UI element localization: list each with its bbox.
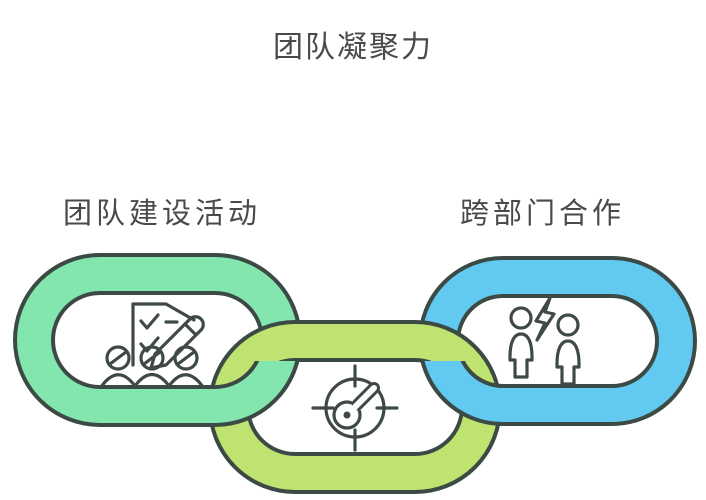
lightning-bolt-icon: [534, 296, 556, 342]
key-bow: [332, 400, 362, 430]
chain-link-cross-department: [418, 256, 697, 426]
person-head: [173, 345, 199, 371]
key-stem-core: [352, 385, 377, 410]
label-team-building: 团队建设活动: [63, 198, 262, 230]
person-head: [509, 306, 533, 330]
person-head: [556, 313, 580, 337]
pencil-icon: [149, 315, 205, 370]
head-slash: [142, 350, 162, 366]
people-collaboration-icon: [508, 296, 581, 386]
checklist-team-icon: [99, 302, 205, 389]
page-title: 团队凝聚力: [273, 31, 433, 64]
crosshair-ticks: [311, 364, 399, 452]
head-slash: [108, 350, 128, 366]
label-cross-department: 跨部门合作: [460, 198, 626, 230]
chain-links: [13, 253, 697, 494]
person-head: [139, 345, 165, 371]
person-body: [508, 332, 534, 379]
person-head: [105, 345, 131, 371]
person-body: [555, 339, 581, 386]
pencil-band: [183, 322, 198, 337]
document-outline: [131, 302, 196, 367]
checkmark: [139, 336, 160, 353]
icons: [99, 296, 581, 452]
shoulders-wave: [99, 372, 205, 389]
head-slash: [176, 350, 196, 366]
key-dot: [343, 411, 351, 419]
checkmark: [139, 313, 160, 330]
target-key-icon: [311, 364, 399, 452]
